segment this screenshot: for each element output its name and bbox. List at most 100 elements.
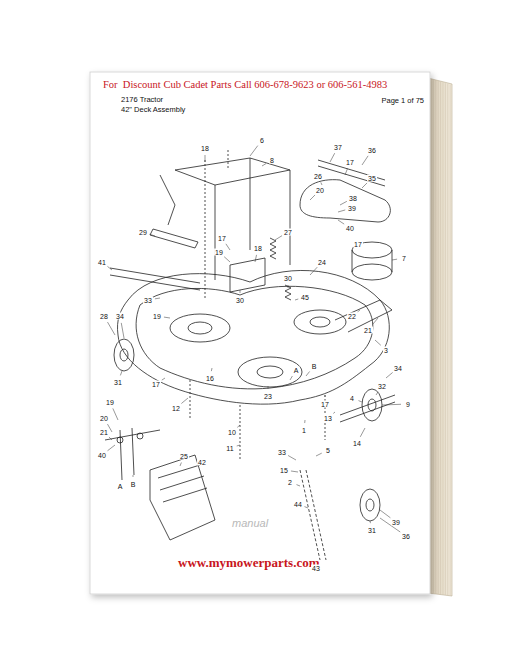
leader-line — [268, 386, 269, 389]
leader-line — [296, 485, 300, 486]
leader-line — [288, 285, 289, 288]
callout-number: 15 — [279, 467, 289, 474]
gauge-wheel — [360, 489, 380, 521]
leader-line — [310, 195, 315, 200]
leader-line — [295, 299, 298, 301]
exploded-view — [105, 150, 395, 560]
leader-line — [180, 462, 181, 466]
leader-line — [338, 210, 345, 212]
callout-number: 1 — [301, 427, 307, 434]
leader-line — [255, 255, 257, 262]
callout-number: 19 — [152, 313, 162, 320]
lift-arm — [160, 175, 175, 225]
callout-number: 3 — [383, 347, 389, 354]
callout-number: 17 — [320, 401, 330, 408]
callout-number: 12 — [171, 405, 181, 412]
callout-number: 11 — [225, 445, 234, 452]
page-edge-line — [431, 79, 432, 593]
leader-line — [205, 155, 206, 162]
callout-number: 6 — [259, 137, 265, 144]
leader-line — [304, 507, 308, 508]
callout-number: 19 — [105, 399, 115, 406]
leader-line — [121, 323, 124, 338]
leader-line — [316, 453, 322, 456]
leader-line — [382, 404, 401, 406]
washer — [137, 433, 143, 439]
leader-line — [338, 220, 344, 224]
callout-number: 27 — [283, 229, 293, 236]
callout-number: 32 — [377, 383, 387, 390]
leader-line — [113, 408, 118, 420]
callout-number: 29 — [138, 229, 148, 236]
callout-number: 37 — [333, 144, 343, 151]
callout-number: 44 — [293, 501, 303, 508]
page-edge-line — [450, 85, 451, 596]
callout-number: 17 — [151, 381, 161, 388]
callout-number: 17 — [345, 159, 355, 166]
page-caption: 2176 Tractor — [121, 96, 163, 104]
leader-line — [333, 412, 335, 413]
leader-line — [288, 455, 296, 460]
callout-number: 30 — [283, 275, 293, 282]
callout-number: 20 — [99, 415, 109, 422]
callout-number: 39 — [347, 205, 357, 212]
callout-number: 38 — [348, 195, 358, 202]
leader-line — [211, 368, 213, 371]
leader-line — [372, 318, 378, 325]
callout-number: 33 — [277, 449, 287, 456]
page-edge-line — [443, 83, 444, 595]
callout-number: 21 — [363, 327, 373, 334]
callout-number: 9 — [405, 401, 411, 408]
spindle-center — [238, 357, 302, 387]
page-edge-lines — [431, 79, 450, 595]
leader-line — [291, 471, 298, 472]
callout-number: 40 — [97, 452, 107, 459]
callout-number: 26 — [313, 173, 323, 180]
callout-number: 36 — [401, 533, 411, 540]
deck-inner — [136, 286, 373, 389]
spring — [270, 238, 276, 259]
leader-line — [360, 428, 365, 437]
assembly-line — [190, 150, 325, 460]
callout-number: 42 — [197, 459, 207, 466]
watermark: manual — [232, 518, 268, 529]
leader-line — [250, 146, 258, 156]
callout-number: 24 — [317, 259, 327, 266]
callout-number: 23 — [263, 393, 273, 400]
page-edge-line — [435, 80, 436, 593]
gauge-wheel — [114, 339, 134, 371]
callout-number: 36 — [367, 147, 377, 154]
leader-line — [162, 378, 165, 380]
leader-line — [325, 395, 326, 397]
callout-number: 43 — [311, 565, 321, 572]
leader-line — [380, 510, 390, 518]
leader-line — [304, 420, 305, 423]
callout-number: 25 — [179, 453, 189, 460]
callout-number: 35 — [367, 175, 377, 182]
leader-line — [226, 244, 230, 250]
callout-number: 7 — [401, 255, 407, 262]
leader-line — [380, 518, 400, 532]
spindle-hub — [310, 317, 330, 327]
leader-line — [108, 445, 115, 451]
leader-line — [310, 267, 317, 275]
leader-line — [150, 234, 155, 236]
leader-line — [362, 156, 368, 165]
wheel-hub — [366, 499, 374, 511]
page-edge-line — [440, 82, 441, 594]
leader-line — [321, 182, 322, 185]
leader-line — [164, 317, 170, 319]
deck-shell — [117, 270, 389, 404]
leader-line — [306, 371, 310, 376]
leader-line — [181, 398, 188, 404]
leader-line — [358, 401, 362, 402]
chute-ribs — [158, 465, 207, 502]
washer — [117, 437, 123, 443]
callout-number: 33 — [143, 297, 153, 304]
discharge-chute — [150, 455, 215, 540]
callout-number: A — [293, 367, 300, 374]
callout-number: 8 — [269, 157, 275, 164]
spring — [285, 285, 291, 300]
callout-number: 4 — [349, 395, 355, 402]
leader-line — [392, 259, 397, 261]
